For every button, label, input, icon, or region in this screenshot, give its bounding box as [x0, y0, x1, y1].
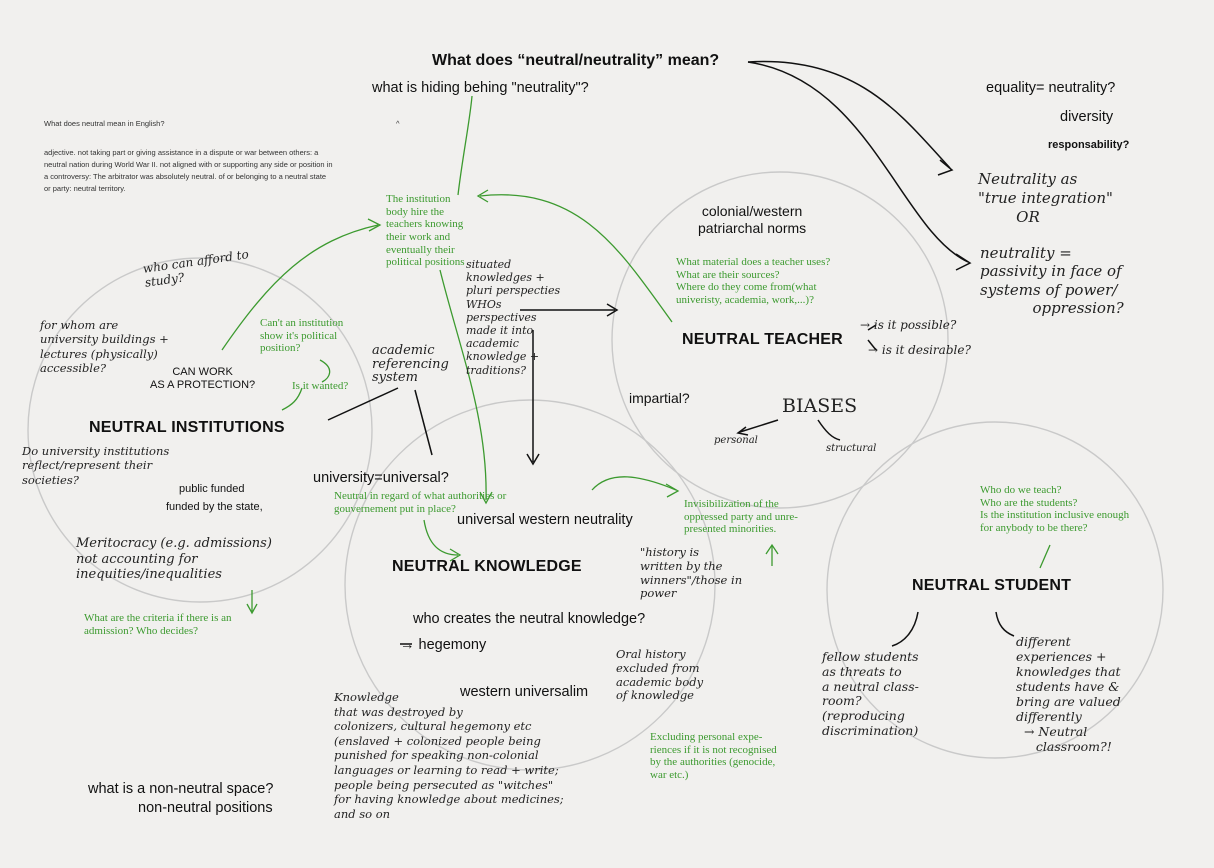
arrow-wanted — [319, 359, 331, 383]
student-questions: Who do we teach? Who are the students? I… — [980, 484, 1130, 534]
knowledge-hegemony: → hegemony — [400, 637, 487, 653]
teacher-biases-personal: personal — [714, 435, 758, 446]
arrow-teacher-to-hire — [479, 194, 673, 323]
definition-question: What does neutral mean in English? — [44, 119, 165, 128]
knowledge-western-universalim: western universalim — [460, 684, 589, 700]
institution-political-question: Can't an institution show it's political… — [260, 317, 344, 355]
hw-meritocracy: Meritocracy (e.g. admissions) not accoun… — [76, 536, 272, 583]
hw-situated-knowledges: situated knowledges + pluri perspecties … — [466, 258, 561, 377]
line-referencing — [414, 389, 433, 456]
institution-wanted-question: Is it wanted? — [292, 380, 349, 392]
neutral-knowledge-label: NEUTRAL KNOWLEDGE — [392, 558, 582, 575]
hw-true-integration: Neutrality as "true integration" OR — [978, 170, 1113, 226]
definition-line-2: neutral nation during World War II. not … — [44, 160, 333, 169]
institution-criteria-question: What are the criteria if there is an adm… — [84, 612, 232, 637]
hw-academic-referencing: academic referencing system — [372, 343, 449, 386]
hw-reflect-societies: Do university institutions reflect/repre… — [22, 444, 170, 487]
equality-question: equality= neutrality? — [986, 80, 1116, 96]
teacher-biases-structural: structural — [826, 443, 877, 454]
line-fellow — [891, 611, 919, 647]
definition-line-1: adjective. not taking part or giving ass… — [44, 148, 319, 157]
circle-student — [826, 421, 1164, 759]
hw-for-whom-accessible: for whom are university buildings + lect… — [40, 318, 169, 376]
knowledge-authorities-question: Neutral in regard of what authorities or… — [334, 490, 507, 515]
arrow-biases-personal — [739, 419, 779, 433]
line-institutions-referencing — [327, 387, 399, 421]
hw-knowledge-destroyed: Knowledge that was destroyed by colonize… — [334, 690, 564, 821]
definition-caret: ^ — [396, 119, 400, 128]
responsability-label: responsability? — [1048, 139, 1130, 151]
knowledge-invisibilization-note: Invisibilization of the oppressed party … — [684, 498, 798, 536]
teacher-possible: → is it possible? — [860, 318, 957, 332]
definition-line-4: or party: neutral territory. — [44, 184, 126, 193]
institution-public-funded: public funded — [179, 483, 245, 495]
arrow-student-questions — [1039, 544, 1051, 569]
institution-hire-note: The institution body hire the teachers k… — [386, 193, 465, 269]
arrow-hire-to-knowledge — [439, 269, 487, 501]
arrow-political — [281, 387, 303, 411]
circle-teacher — [611, 171, 949, 509]
hw-passivity: neutrality = passivity in face of system… — [980, 244, 1124, 317]
page-subtitle: what is hiding behing "neutrality"? — [372, 80, 589, 96]
hw-history-winners: "history is written by the winners"/thos… — [640, 545, 743, 601]
neutral-student-label: NEUTRAL STUDENT — [912, 577, 1072, 594]
arrow-title-to-passivity — [747, 61, 969, 263]
non-neutral-space: what is a non-neutral space? — [88, 781, 274, 797]
definition-line-3: a controversy: The arbitrator was absolu… — [44, 172, 327, 181]
knowledge-excluding-note: Excluding personal expe- riences if it i… — [650, 731, 777, 781]
hw-different-experiences: different experiences + knowledges that … — [1016, 634, 1121, 754]
circle-knowledge — [344, 399, 716, 771]
hw-fellow-students: fellow students as threats to a neutral … — [822, 649, 919, 738]
teacher-desirable: → is it desirable? — [868, 343, 971, 357]
teacher-norms: colonial/western patriarchal norms — [698, 203, 807, 236]
teacher-material-question: What material does a teacher uses? What … — [676, 256, 831, 306]
knowledge-university-universal: university=universal? — [313, 470, 449, 486]
arrow-title-to-equality — [747, 60, 951, 169]
institution-can-work: CAN WORK AS A PROTECTION? — [150, 366, 256, 392]
teacher-impartial: impartial? — [629, 390, 690, 406]
neutral-teacher-label: NEUTRAL TEACHER — [682, 331, 843, 348]
neutral-institutions-label: NEUTRAL INSTITUTIONS — [89, 419, 285, 436]
diversity-label: diversity — [1060, 109, 1114, 125]
arrow-hire-to-title — [457, 95, 473, 196]
arrow-biases-structural — [817, 419, 841, 441]
non-neutral-positions: non-neutral positions — [138, 800, 273, 816]
line-different — [995, 611, 1015, 637]
arrow-invisibilization — [591, 476, 677, 491]
institution-funded-state: funded by the state, — [166, 501, 263, 513]
knowledge-universal-western: universal western neutrality — [457, 512, 633, 528]
arrow-authorities-to-knowledge — [423, 519, 459, 556]
hw-oral-history: Oral history excluded from academic body… — [616, 647, 704, 703]
circle-institutions — [27, 257, 373, 603]
knowledge-who-creates: who creates the neutral knowledge? — [413, 611, 646, 627]
teacher-biases: BIASES — [782, 395, 858, 417]
page-title: What does “neutral/neutrality” mean? — [432, 52, 720, 69]
arrow-institution-to-hire — [221, 224, 379, 351]
